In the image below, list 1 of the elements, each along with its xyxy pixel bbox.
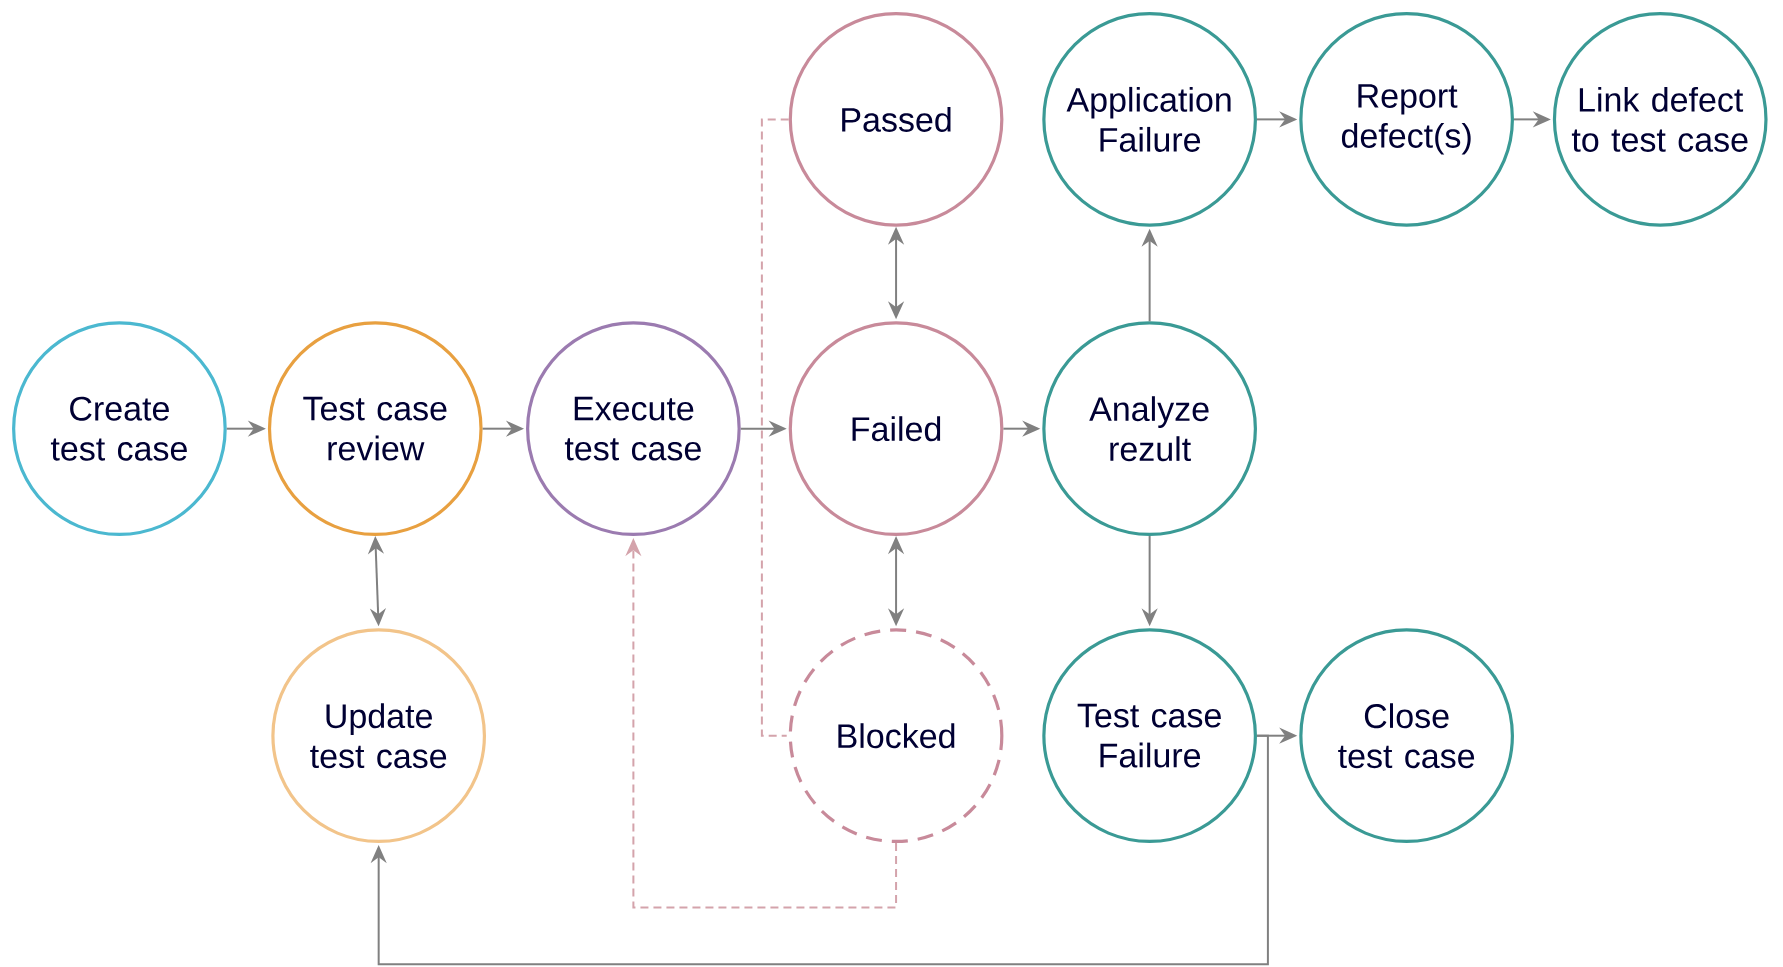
arrow — [370, 734, 1269, 966]
